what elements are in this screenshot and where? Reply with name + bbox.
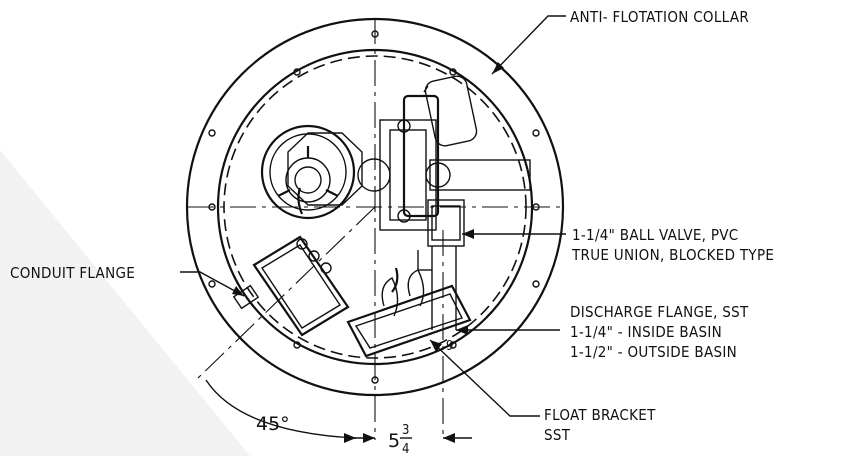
arrow-dim-right bbox=[443, 433, 455, 443]
label-discharge-line3: 1-1/2" - OUTSIDE BASIN bbox=[570, 343, 737, 361]
arrow-anti-flotation-collar bbox=[492, 62, 504, 74]
arrow-discharge-flange bbox=[456, 325, 468, 335]
collar-bolt-holes bbox=[208, 30, 540, 384]
leader-conduit-flange bbox=[180, 271, 245, 297]
conduit-box bbox=[232, 235, 350, 337]
label-anti-flotation-collar: ANTI- FLOTATION COLLAR bbox=[570, 8, 749, 26]
label-ball-valve-line1: 1-1/4" BALL VALVE, PVC bbox=[572, 226, 739, 244]
anti-flotation-collar-circle bbox=[185, 17, 565, 397]
arrow-float-bracket bbox=[430, 340, 442, 352]
leader-anti-flotation-collar bbox=[491, 15, 566, 75]
background-watermark bbox=[0, 150, 250, 456]
dimension-45-degrees: 45° bbox=[256, 413, 290, 435]
basin-inner-dashed-circle bbox=[223, 55, 527, 359]
label-float-bracket-line2: SST bbox=[544, 426, 571, 444]
arrow-dim-left bbox=[363, 433, 375, 443]
dimension-arc-45 bbox=[205, 379, 357, 439]
label-float-bracket-line1: FLOAT BRACKET bbox=[544, 406, 656, 424]
dimension-offset-whole: 5 bbox=[388, 430, 400, 452]
bracket-number: 9 bbox=[446, 339, 454, 354]
label-discharge-line2: 1-1/4" - INSIDE BASIN bbox=[570, 323, 722, 341]
dimension-offset-numerator: 3 bbox=[402, 423, 410, 438]
label-conduit-flange: CONDUIT FLANGE bbox=[10, 264, 135, 282]
label-discharge-line1: DISCHARGE FLANGE, SST bbox=[570, 303, 749, 321]
leader-float-bracket bbox=[429, 339, 540, 417]
basin-wall-circle bbox=[216, 48, 534, 366]
label-ball-valve-line2: TRUE UNION, BLOCKED TYPE bbox=[571, 246, 774, 264]
ball-valve-assembly bbox=[357, 75, 531, 330]
arrow-conduit-flange bbox=[232, 286, 244, 296]
conduit-45-centerline bbox=[197, 206, 376, 379]
arrow-ball-valve bbox=[462, 229, 474, 239]
float-bracket bbox=[346, 267, 472, 358]
pump-assembly bbox=[260, 124, 363, 220]
dimension-offset-denominator: 4 bbox=[402, 442, 410, 456]
